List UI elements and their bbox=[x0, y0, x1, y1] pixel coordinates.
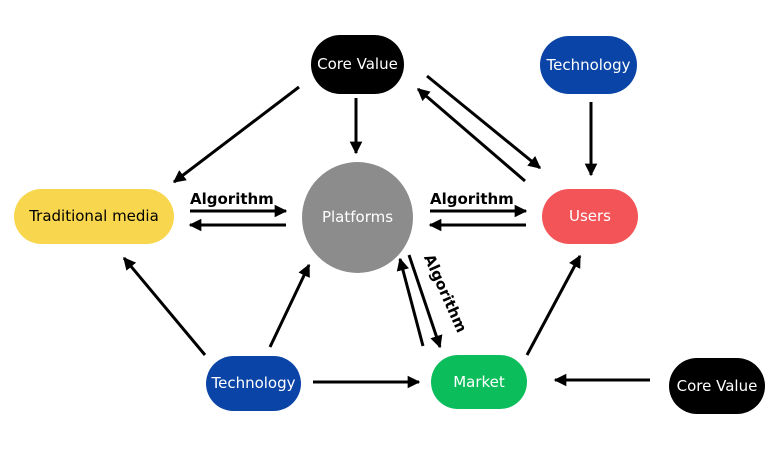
traditional-media-label: Traditional media bbox=[29, 207, 159, 225]
platforms-node: Platforms bbox=[302, 162, 413, 273]
arrow-market-to-platforms bbox=[396, 257, 425, 347]
arrow-technology-to-platforms bbox=[268, 263, 311, 348]
algorithm-label-media-platforms: Algorithm bbox=[190, 190, 274, 208]
technology-node-bottom: Technology bbox=[206, 356, 301, 411]
users-label: Users bbox=[568, 207, 611, 225]
arrow-corevalue-to-traditional-media bbox=[172, 85, 300, 184]
platforms-label: Platforms bbox=[321, 208, 394, 226]
users-node: Users bbox=[542, 189, 638, 244]
technology-label: Technology bbox=[211, 374, 296, 392]
market-node: Market bbox=[431, 355, 527, 409]
technology-label: Technology bbox=[546, 55, 631, 74]
technology-node-top-right: Technology bbox=[540, 36, 637, 94]
core-value-label: Core Value bbox=[676, 376, 758, 395]
core-value-node-top: Core Value bbox=[311, 35, 404, 94]
algorithm-label-platforms-users: Algorithm bbox=[430, 190, 514, 208]
arrow-platforms-to-market bbox=[407, 254, 443, 349]
core-value-node-bottom-right: Core Value bbox=[669, 358, 765, 414]
market-label: Market bbox=[453, 372, 505, 391]
arrow-corevalue-to-users bbox=[426, 74, 541, 170]
core-value-label: Core Value bbox=[317, 55, 398, 73]
arrow-users-to-corevalue bbox=[417, 87, 526, 183]
arrow-technology-to-traditional-media bbox=[122, 257, 207, 356]
arrow-market-to-users bbox=[525, 254, 582, 356]
traditional-media-node: Traditional media bbox=[14, 189, 174, 244]
